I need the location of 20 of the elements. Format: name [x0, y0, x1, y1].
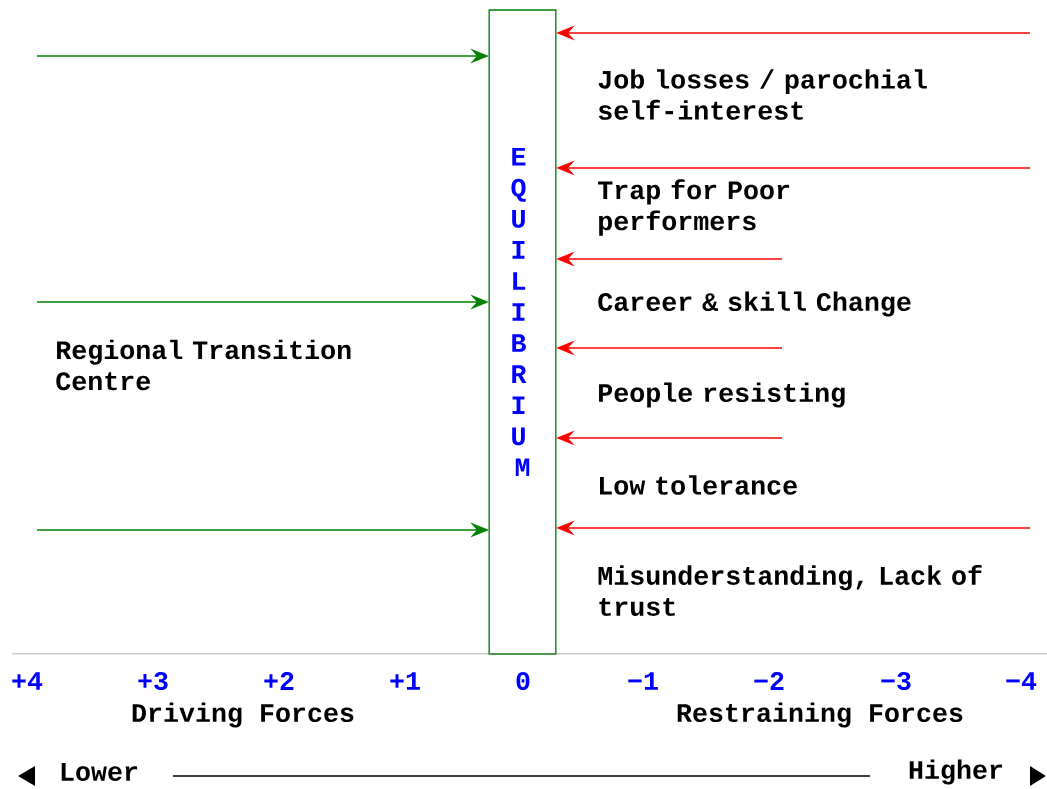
force-label: Low tolerance	[600, 475, 797, 495]
force-label: People resisting	[599, 382, 845, 408]
tick-label: −3	[881, 671, 911, 691]
tick-label: +3	[138, 671, 168, 691]
axis-title: Restraining Forces	[677, 702, 963, 728]
tick-label: −2	[754, 672, 784, 690]
axis-title: Driving Forces	[132, 702, 354, 728]
tick-label: −1	[628, 672, 658, 690]
force-label: Career & skill Change	[598, 291, 911, 317]
force-label: Misunderstanding, Lack of trust	[598, 564, 982, 616]
equilibrium-box: EQUILIBRIUM	[488, 9, 557, 655]
tick-label: +2	[264, 672, 294, 690]
force-label: Job losses / parochial self-interest	[598, 69, 927, 120]
tick-label: +1	[390, 672, 420, 690]
tick-label: −4	[1006, 672, 1037, 690]
force-label: Regional Transition Centre	[56, 339, 351, 391]
scale-label: Lower	[61, 763, 138, 781]
tick-label: +4	[12, 672, 43, 690]
scale-label: Higher	[909, 759, 1003, 785]
force-label: Trap for Poor performers	[598, 179, 790, 236]
